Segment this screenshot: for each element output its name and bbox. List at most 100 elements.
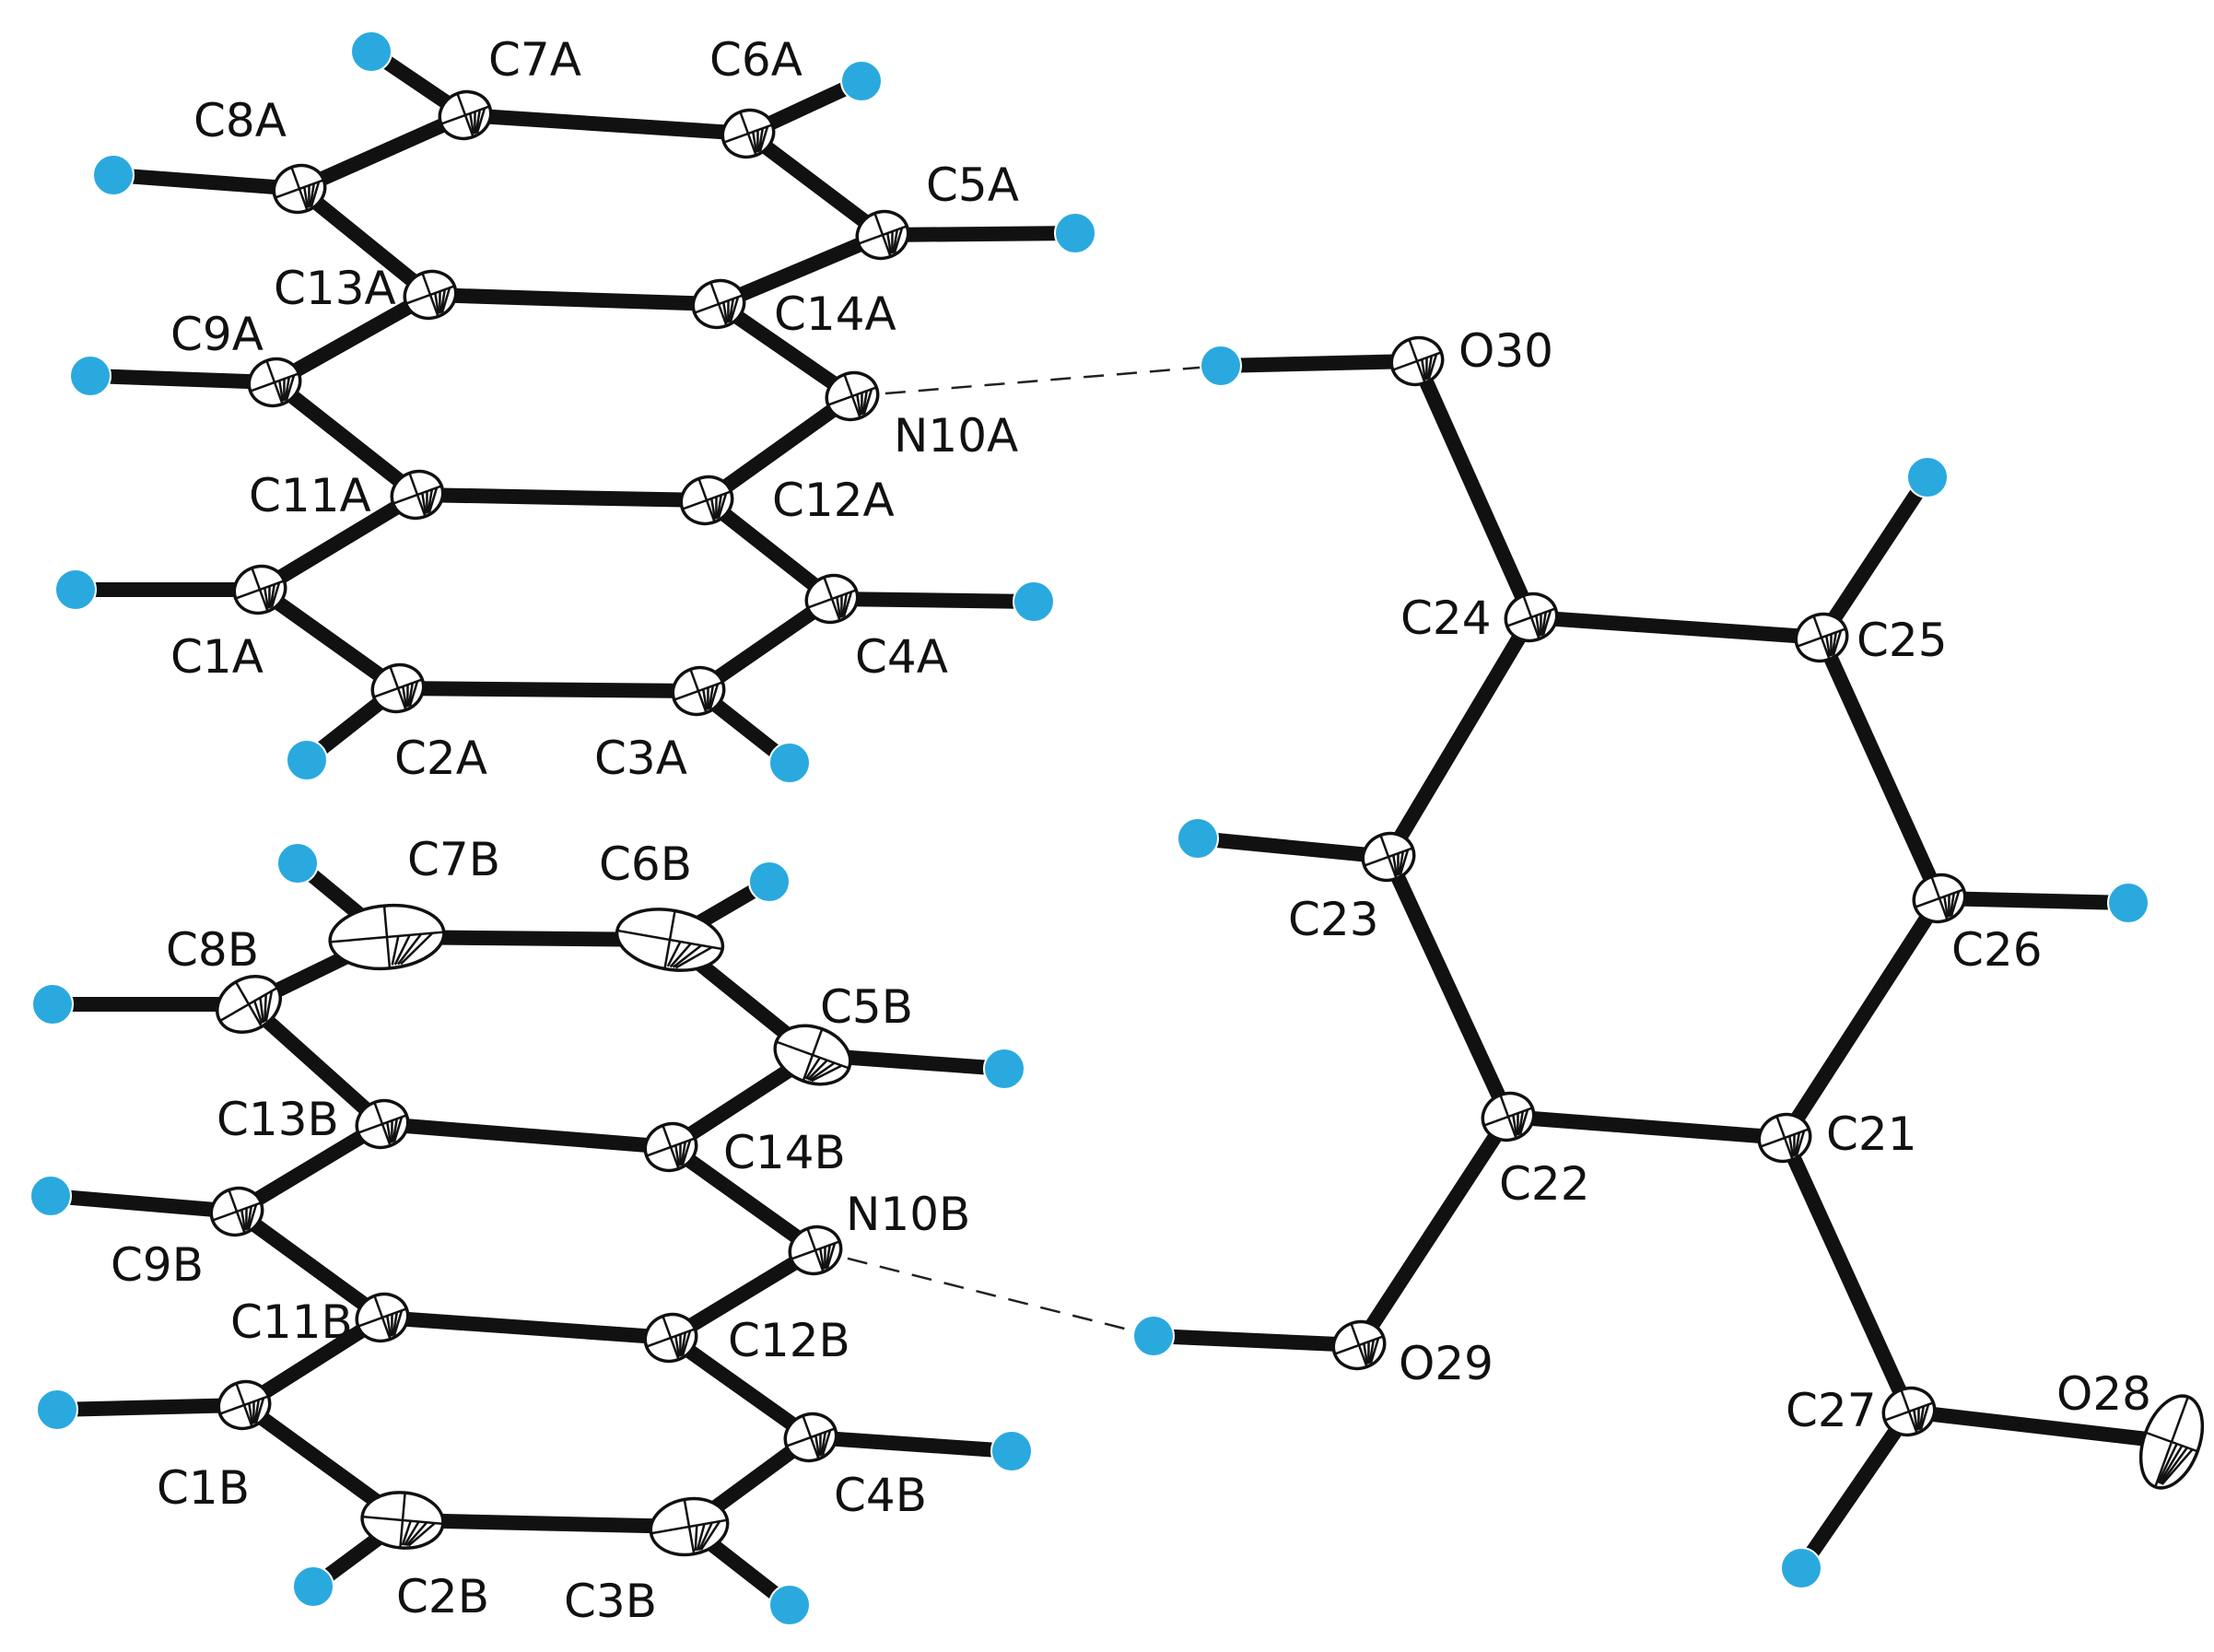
ellipsoid-hatch [808, 1061, 836, 1082]
label-c25: C25 [1857, 614, 1948, 667]
ellipsoid-hatch [757, 128, 765, 152]
ellipsoid-hatch [752, 131, 758, 153]
ellipsoid-hatch [309, 183, 316, 207]
ellipsoid-hatch [391, 935, 400, 966]
ellipsoid-hatch [434, 292, 440, 314]
label-c5a: C5A [926, 158, 1019, 212]
ellipsoid-hatch [674, 1144, 681, 1166]
ellipsoid-hatch [440, 287, 451, 313]
ellipsoid-hatch [403, 1520, 420, 1546]
atom-c26 [1912, 873, 1967, 924]
bond-n10a-c12a [699, 389, 860, 508]
bond-c1b-h1b [50, 1398, 252, 1417]
ellipsoid-hatch [240, 1209, 247, 1231]
ellipsoid-hatch [391, 1314, 393, 1337]
ellipsoid-hatch [1788, 1135, 1795, 1157]
atom-o30 [1389, 335, 1445, 387]
ellipsoid-axis [251, 568, 269, 612]
atom-c2b [360, 1491, 445, 1550]
ellipsoid-hatch [710, 498, 717, 520]
ellipsoid-hatch [1831, 632, 1838, 656]
ellipsoid-hatch [841, 593, 849, 617]
label-c4b: C4B [834, 1469, 927, 1522]
ellipsoid-hatch [892, 229, 899, 253]
ellipsoid-hatch [1535, 615, 1541, 637]
ellipsoid-axis [709, 282, 728, 326]
ellipsoid-hatch [1425, 357, 1428, 381]
ellipsoid-axis [290, 167, 309, 211]
ellipsoid-hatch [716, 495, 723, 519]
bond-c5a-c14a [711, 228, 890, 311]
label-n10a: N10A [894, 409, 1018, 463]
ellipsoid-hatch [862, 388, 873, 415]
ellipsoid-hatch [2160, 1447, 2188, 1485]
ellipsoid-hatch [253, 1400, 261, 1424]
ellipsoid-hatch [284, 377, 291, 401]
ellipsoid-hatch [285, 374, 296, 401]
ellipsoid-hatch [1517, 1113, 1519, 1136]
ellipsoid-hatch [1825, 635, 1832, 657]
ellipsoid-axis [683, 1499, 696, 1554]
label-c7a: C7A [488, 33, 581, 87]
ellipsoid-hatch [1541, 609, 1552, 636]
atom-labels: C8A C7A C6A C5A C13A C14A C9A N10A C11A … [111, 33, 2151, 1628]
atom-n10b [788, 1224, 843, 1276]
ellipsoid-hatch [1948, 895, 1950, 918]
ellipsoid-hatch [245, 1208, 248, 1231]
ellipsoid-hatch [709, 683, 720, 709]
ellipsoid-hatch [1517, 1111, 1525, 1135]
ellipsoid-hatch [439, 289, 447, 313]
ellipsoid-hatch [401, 1520, 412, 1546]
atom-c22 [1481, 1091, 1536, 1142]
atom-c1b [217, 1379, 272, 1431]
atom-c8a [272, 163, 327, 215]
bond-c11b-c12b [375, 1310, 678, 1345]
ellipsoid-axis [382, 906, 392, 968]
ellipsoid-axis [662, 1316, 680, 1360]
bond-c5a-h5a [875, 226, 1083, 242]
hydrogen-atom [1132, 1315, 1175, 1357]
ellipsoid-hatch [474, 110, 482, 134]
atom-c1a [232, 564, 287, 615]
atom-c3b [649, 1496, 730, 1557]
bond-c14b-n10b [663, 1140, 823, 1258]
ellipsoid-hatch [681, 1330, 692, 1356]
ellipsoid-hatch [1832, 629, 1843, 656]
atom-c7a [438, 89, 493, 141]
hydrogen-atom [292, 1565, 334, 1608]
label-o30: O30 [1458, 324, 1553, 378]
ellipsoid-hatch [269, 584, 276, 608]
ellipsoid-hatch [1830, 634, 1833, 657]
ellipsoid-hatch [428, 486, 439, 513]
hydrogen-atom [31, 983, 74, 1025]
ellipsoid-hatch [722, 301, 729, 323]
label-o29: O29 [1399, 1337, 1494, 1390]
hydrogen-atom [1177, 817, 1219, 860]
ellipsoid-axis [235, 1383, 253, 1427]
ellipsoid-hatch [728, 299, 735, 322]
ellipsoid-axis [234, 981, 264, 1027]
ellipsoid-hatch [861, 392, 863, 416]
hydrogen-atom [350, 30, 392, 73]
bond-c26-h26 [1932, 891, 2136, 910]
ellipsoid-hatch [804, 1057, 821, 1080]
ellipsoid-hatch [694, 1525, 698, 1552]
hydrogen-atom [1054, 212, 1096, 254]
bond-o29-h29 [1146, 1329, 1366, 1353]
atom-c6b [615, 908, 725, 972]
ellipsoid-hatch [806, 1059, 828, 1081]
bond-c24-c23 [1381, 610, 1539, 864]
bond-c9a-c11a [267, 375, 425, 502]
label-c26: C26 [1951, 923, 2043, 977]
ellipsoid-axis [421, 273, 439, 317]
ellipsoid-hatch [1919, 1403, 1930, 1430]
ellipsoid-hatch [1917, 1408, 1920, 1431]
bond-c13b-c14b [375, 1117, 678, 1154]
ellipsoid-hatch [680, 1142, 687, 1166]
ellipsoid-hatch [891, 231, 894, 254]
ellipsoid-axis [1930, 876, 1949, 920]
ellipsoid-hatch [421, 492, 428, 514]
ellipsoid-hatch [1363, 1342, 1369, 1365]
atom-c5b [773, 1024, 852, 1086]
